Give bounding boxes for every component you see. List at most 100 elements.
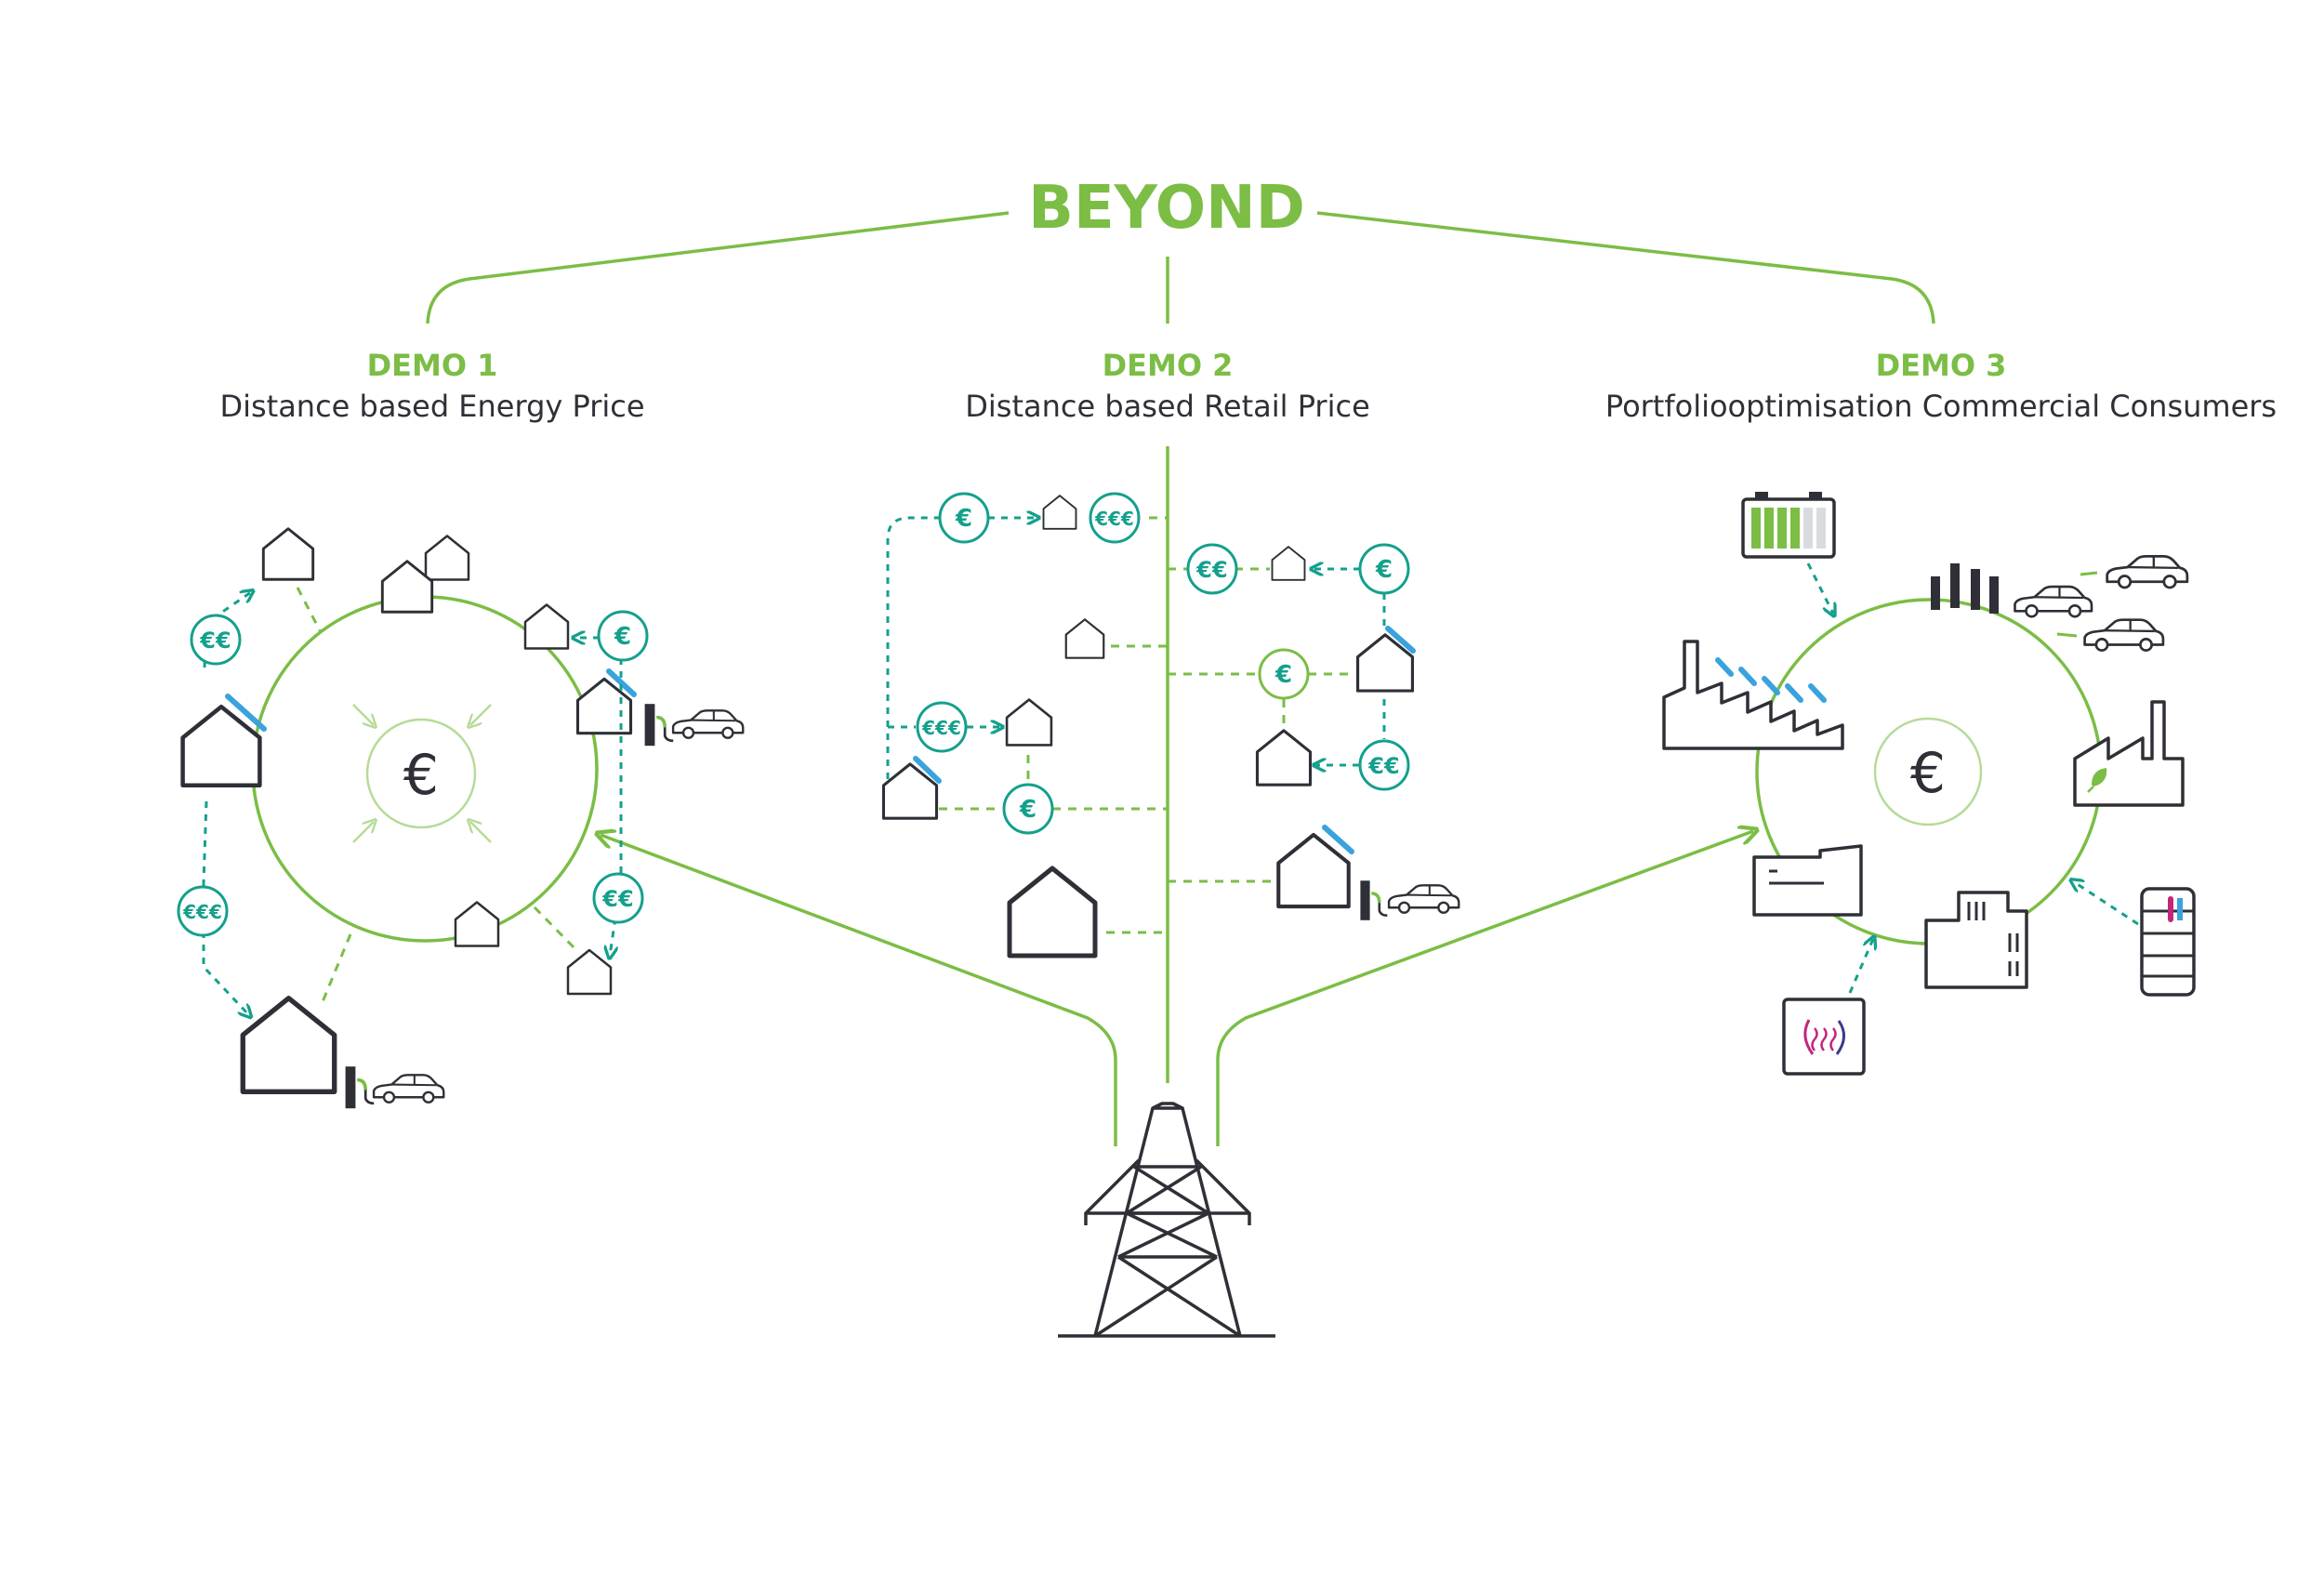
demo-3-network: € — [1662, 492, 2196, 1076]
solar-panel-icon — [606, 668, 637, 697]
house-icon — [566, 948, 613, 996]
demo-1-header: DEMO 1 Distance based Energy Price — [219, 348, 644, 424]
solar-panel-icon — [1322, 825, 1354, 854]
car-icon — [1387, 884, 1460, 914]
coin-label: €€ — [1367, 753, 1399, 779]
ev-charger-icon — [343, 1064, 376, 1110]
demo-1-subtitle: Distance based Energy Price — [219, 389, 644, 424]
car-icon — [2106, 554, 2189, 589]
coin-label: €€ — [199, 628, 231, 654]
demo-3-subtitle: Portfoliooptimisation Commercial Consume… — [1605, 389, 2277, 424]
ev-charger-icon — [1989, 576, 1999, 614]
coin-label: €€€ — [182, 901, 222, 923]
coin-label: €€€ — [921, 717, 961, 739]
car-icon — [372, 1074, 445, 1104]
house-icon — [1278, 835, 1348, 906]
coin-label: € — [955, 505, 972, 533]
euro-coin-icon: €€ — [592, 872, 644, 924]
ev-charger-icon — [1358, 879, 1389, 922]
euro-coin-icon: € — [938, 492, 990, 544]
factory-icon — [2073, 700, 2185, 807]
car-icon — [2083, 618, 2165, 653]
flow-arrow — [2073, 881, 2139, 926]
house-icon — [1005, 698, 1053, 747]
branch-left — [426, 211, 1010, 324]
diagram-title: BEYOND — [1028, 174, 1305, 243]
flow-arrow — [202, 800, 249, 1015]
coin-label: € — [1019, 796, 1037, 824]
office-building-icon — [1924, 891, 2028, 989]
coin-label: €€ — [1195, 557, 1227, 583]
euro-coin-icon: € — [1002, 783, 1054, 835]
converging-arrows — [352, 704, 492, 843]
demo-2-subtitle: Distance based Retail Price — [965, 389, 1370, 424]
ev-charger-icon — [1971, 569, 1980, 610]
spoke-line — [296, 587, 323, 633]
demo-3-center-coin — [1873, 717, 1983, 826]
demo-3-header: DEMO 3 Portfoliooptimisation Commercial … — [1605, 348, 2277, 424]
battery-icon — [1741, 492, 1836, 559]
house-icon — [243, 998, 334, 1092]
demo-1-center-euro: € — [403, 743, 439, 808]
demo-3-name: DEMO 3 — [1876, 348, 2007, 383]
house-icon — [1064, 618, 1105, 659]
flow-arrow — [1806, 562, 1833, 614]
ev-charger-icon — [642, 702, 675, 747]
feed-lines — [601, 446, 1753, 1146]
demo-1-name: DEMO 1 — [367, 348, 498, 383]
house-icon — [1271, 546, 1306, 581]
coin-label: €€ — [601, 886, 633, 912]
feed-line-demo-1 — [601, 835, 1117, 1146]
house-icon — [380, 560, 434, 614]
factory-icon — [1662, 640, 1844, 750]
spoke-line — [533, 905, 580, 954]
demo-3-center-euro: € — [1910, 741, 1946, 806]
euro-coin-icon: € — [1358, 543, 1410, 595]
euro-coin-icon: € — [597, 610, 649, 662]
heat-pump-icon — [1782, 998, 1866, 1076]
charging-cable — [2080, 571, 2098, 576]
charging-cable — [2056, 632, 2078, 638]
branch-right — [1316, 211, 1935, 324]
house-icon — [261, 527, 315, 581]
house-icon — [1255, 729, 1313, 786]
spoke-line — [320, 933, 352, 1005]
euro-coin-icon: €€€ — [916, 701, 968, 753]
euro-coin-icon: €€ — [190, 614, 242, 666]
demo-1-center-coin — [365, 718, 477, 829]
solar-panel-icon — [913, 756, 942, 784]
ev-charger-icon — [1931, 576, 1940, 610]
euro-coin-icon: €€€ — [1089, 492, 1141, 544]
flow-arrow — [886, 516, 939, 779]
house-icon — [424, 535, 470, 581]
euro-coin-icon: €€ — [1186, 543, 1238, 595]
house-icon — [1010, 868, 1095, 956]
coin-label: € — [1375, 556, 1393, 584]
euro-coin-icon: €€€ — [177, 885, 229, 937]
house-icon — [183, 707, 260, 786]
boiler-tank-icon — [2140, 887, 2196, 997]
office-building-icon — [1752, 844, 1863, 917]
coin-label: € — [614, 623, 631, 651]
flow-arrow — [1848, 939, 1873, 994]
transmission-tower-icon — [1058, 1102, 1275, 1338]
ev-charger-icon — [1950, 563, 1960, 608]
solar-panel-icon — [225, 694, 267, 732]
demo-1-network: € €€ — [177, 527, 745, 1110]
feed-line-demo-3 — [1216, 831, 1753, 1146]
car-icon — [671, 709, 745, 739]
car-icon — [2014, 585, 2093, 618]
demo-2-network: € €€€ €€€ € €€ € € €€ — [881, 492, 1460, 956]
coin-label: €€€ — [1094, 508, 1134, 530]
solar-panel-icon — [1385, 626, 1416, 654]
house-icon — [454, 901, 500, 947]
title-tree: BEYOND — [426, 174, 1935, 324]
euro-coin-icon: €€ — [1358, 739, 1410, 791]
house-icon — [1042, 495, 1077, 530]
demo-2-name: DEMO 2 — [1103, 348, 1234, 383]
ev-charger-group — [1931, 563, 1999, 614]
coin-label: € — [1274, 661, 1292, 689]
demo-2-header: DEMO 2 Distance based Retail Price — [965, 348, 1370, 424]
